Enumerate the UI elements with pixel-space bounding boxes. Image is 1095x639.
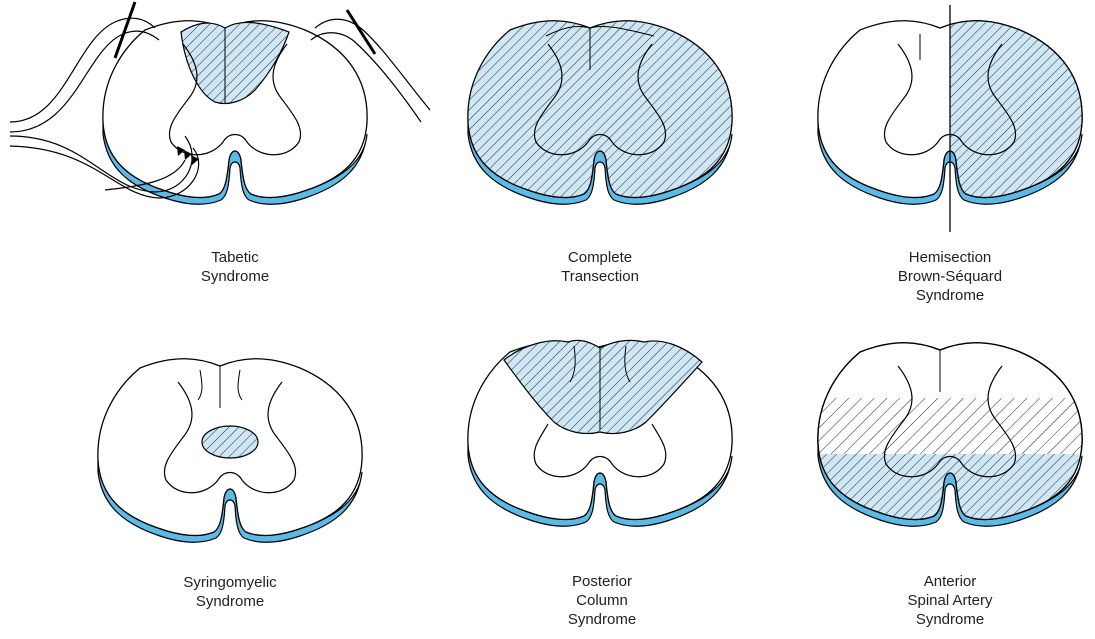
caption-line: Hemisection (870, 248, 1030, 267)
caption-tabetic: Tabetic Syndrome (160, 248, 310, 286)
caption-line: Syndrome (150, 592, 310, 611)
caption-line: Brown-Séquard (870, 267, 1030, 286)
caption-line: Anterior (870, 572, 1030, 591)
caption-line: Syndrome (522, 610, 682, 629)
panel-hemisection (800, 10, 1095, 215)
caption-syringomyelic: Syringomyelic Syndrome (150, 573, 310, 611)
syrinx-lesion (202, 426, 258, 458)
panel-tabetic (85, 10, 385, 215)
cord-diagram-syringomyelic (80, 348, 380, 553)
caption-line: Syndrome (870, 286, 1030, 305)
panel-anterior (800, 332, 1095, 542)
panel-syringomyelic (80, 348, 380, 553)
cord-diagram-anterior (800, 332, 1095, 542)
caption-anterior: Anterior Spinal Artery Syndrome (870, 572, 1030, 629)
caption-line: Tabetic (160, 248, 310, 267)
caption-line: Spinal Artery (870, 591, 1030, 610)
caption-line: Syndrome (160, 267, 310, 286)
caption-line: Syndrome (870, 610, 1030, 629)
caption-posterior: Posterior Column Syndrome (522, 572, 682, 629)
panel-complete (450, 10, 750, 215)
caption-line: Complete (515, 248, 685, 267)
caption-hemisection: Hemisection Brown-Séquard Syndrome (870, 248, 1030, 305)
caption-line: Column (522, 591, 682, 610)
cord-diagram-complete (450, 10, 750, 215)
caption-line: Posterior (522, 572, 682, 591)
cord-diagram-hemisection (800, 10, 1095, 215)
caption-line: Transection (515, 267, 685, 286)
cord-diagram-posterior (450, 332, 750, 537)
cord-diagram-tabetic (85, 10, 385, 215)
caption-complete: Complete Transection (515, 248, 685, 286)
caption-line: Syringomyelic (150, 573, 310, 592)
panel-posterior (450, 332, 750, 537)
